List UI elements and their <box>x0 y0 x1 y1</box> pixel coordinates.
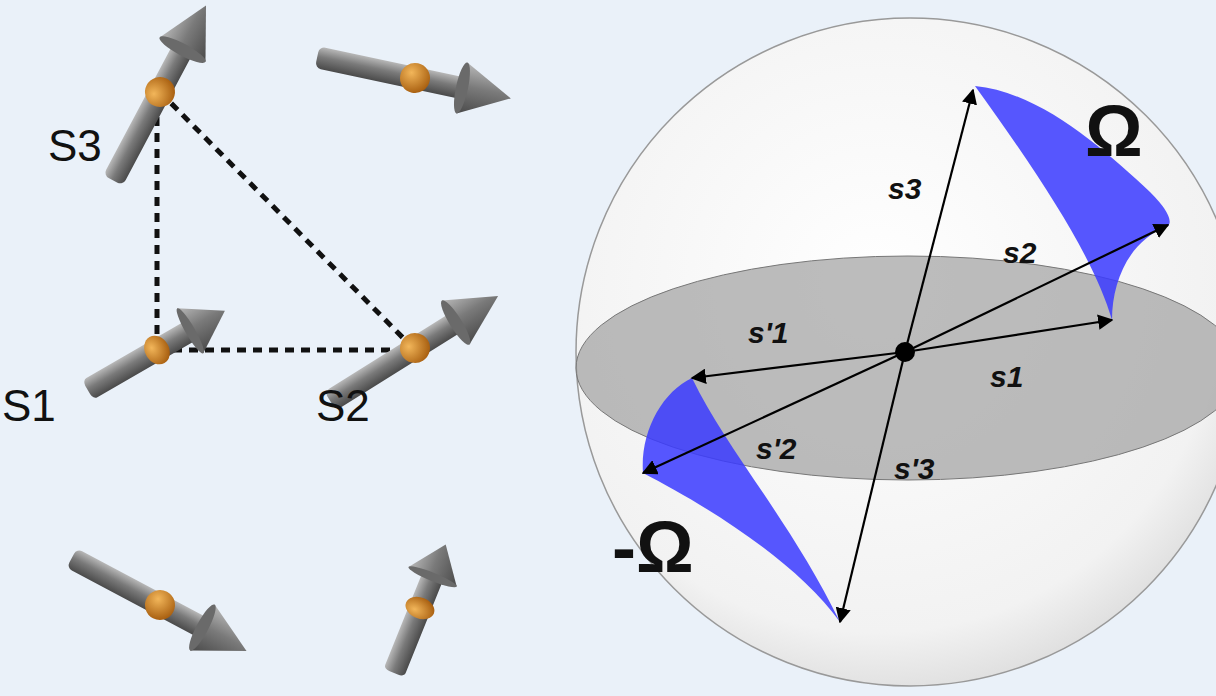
spin-arrow <box>59 535 258 674</box>
spin-arrow <box>370 535 470 683</box>
spin-vector <box>643 90 1168 622</box>
vector-label: s'3 <box>894 452 935 485</box>
solid-angle-label: -Ω <box>612 508 694 587</box>
vector-label: s3 <box>888 172 921 205</box>
vector-label: s'1 <box>748 316 789 349</box>
unit-sphere <box>576 18 1216 686</box>
vector-label: s1 <box>990 360 1023 393</box>
spin-label: S2 <box>316 382 370 430</box>
solid-angle-patch <box>975 86 1170 320</box>
origin-dot <box>895 342 915 362</box>
spin-label: S1 <box>2 382 56 430</box>
spin-label: S3 <box>48 122 102 170</box>
spin-arrow <box>75 288 238 412</box>
vector-label: s'2 <box>756 432 797 465</box>
vector-label: s2 <box>1003 236 1036 269</box>
spin-arrow <box>312 32 516 124</box>
spin-arrow <box>90 0 229 193</box>
solid-angle-label: Ω <box>1085 92 1143 171</box>
